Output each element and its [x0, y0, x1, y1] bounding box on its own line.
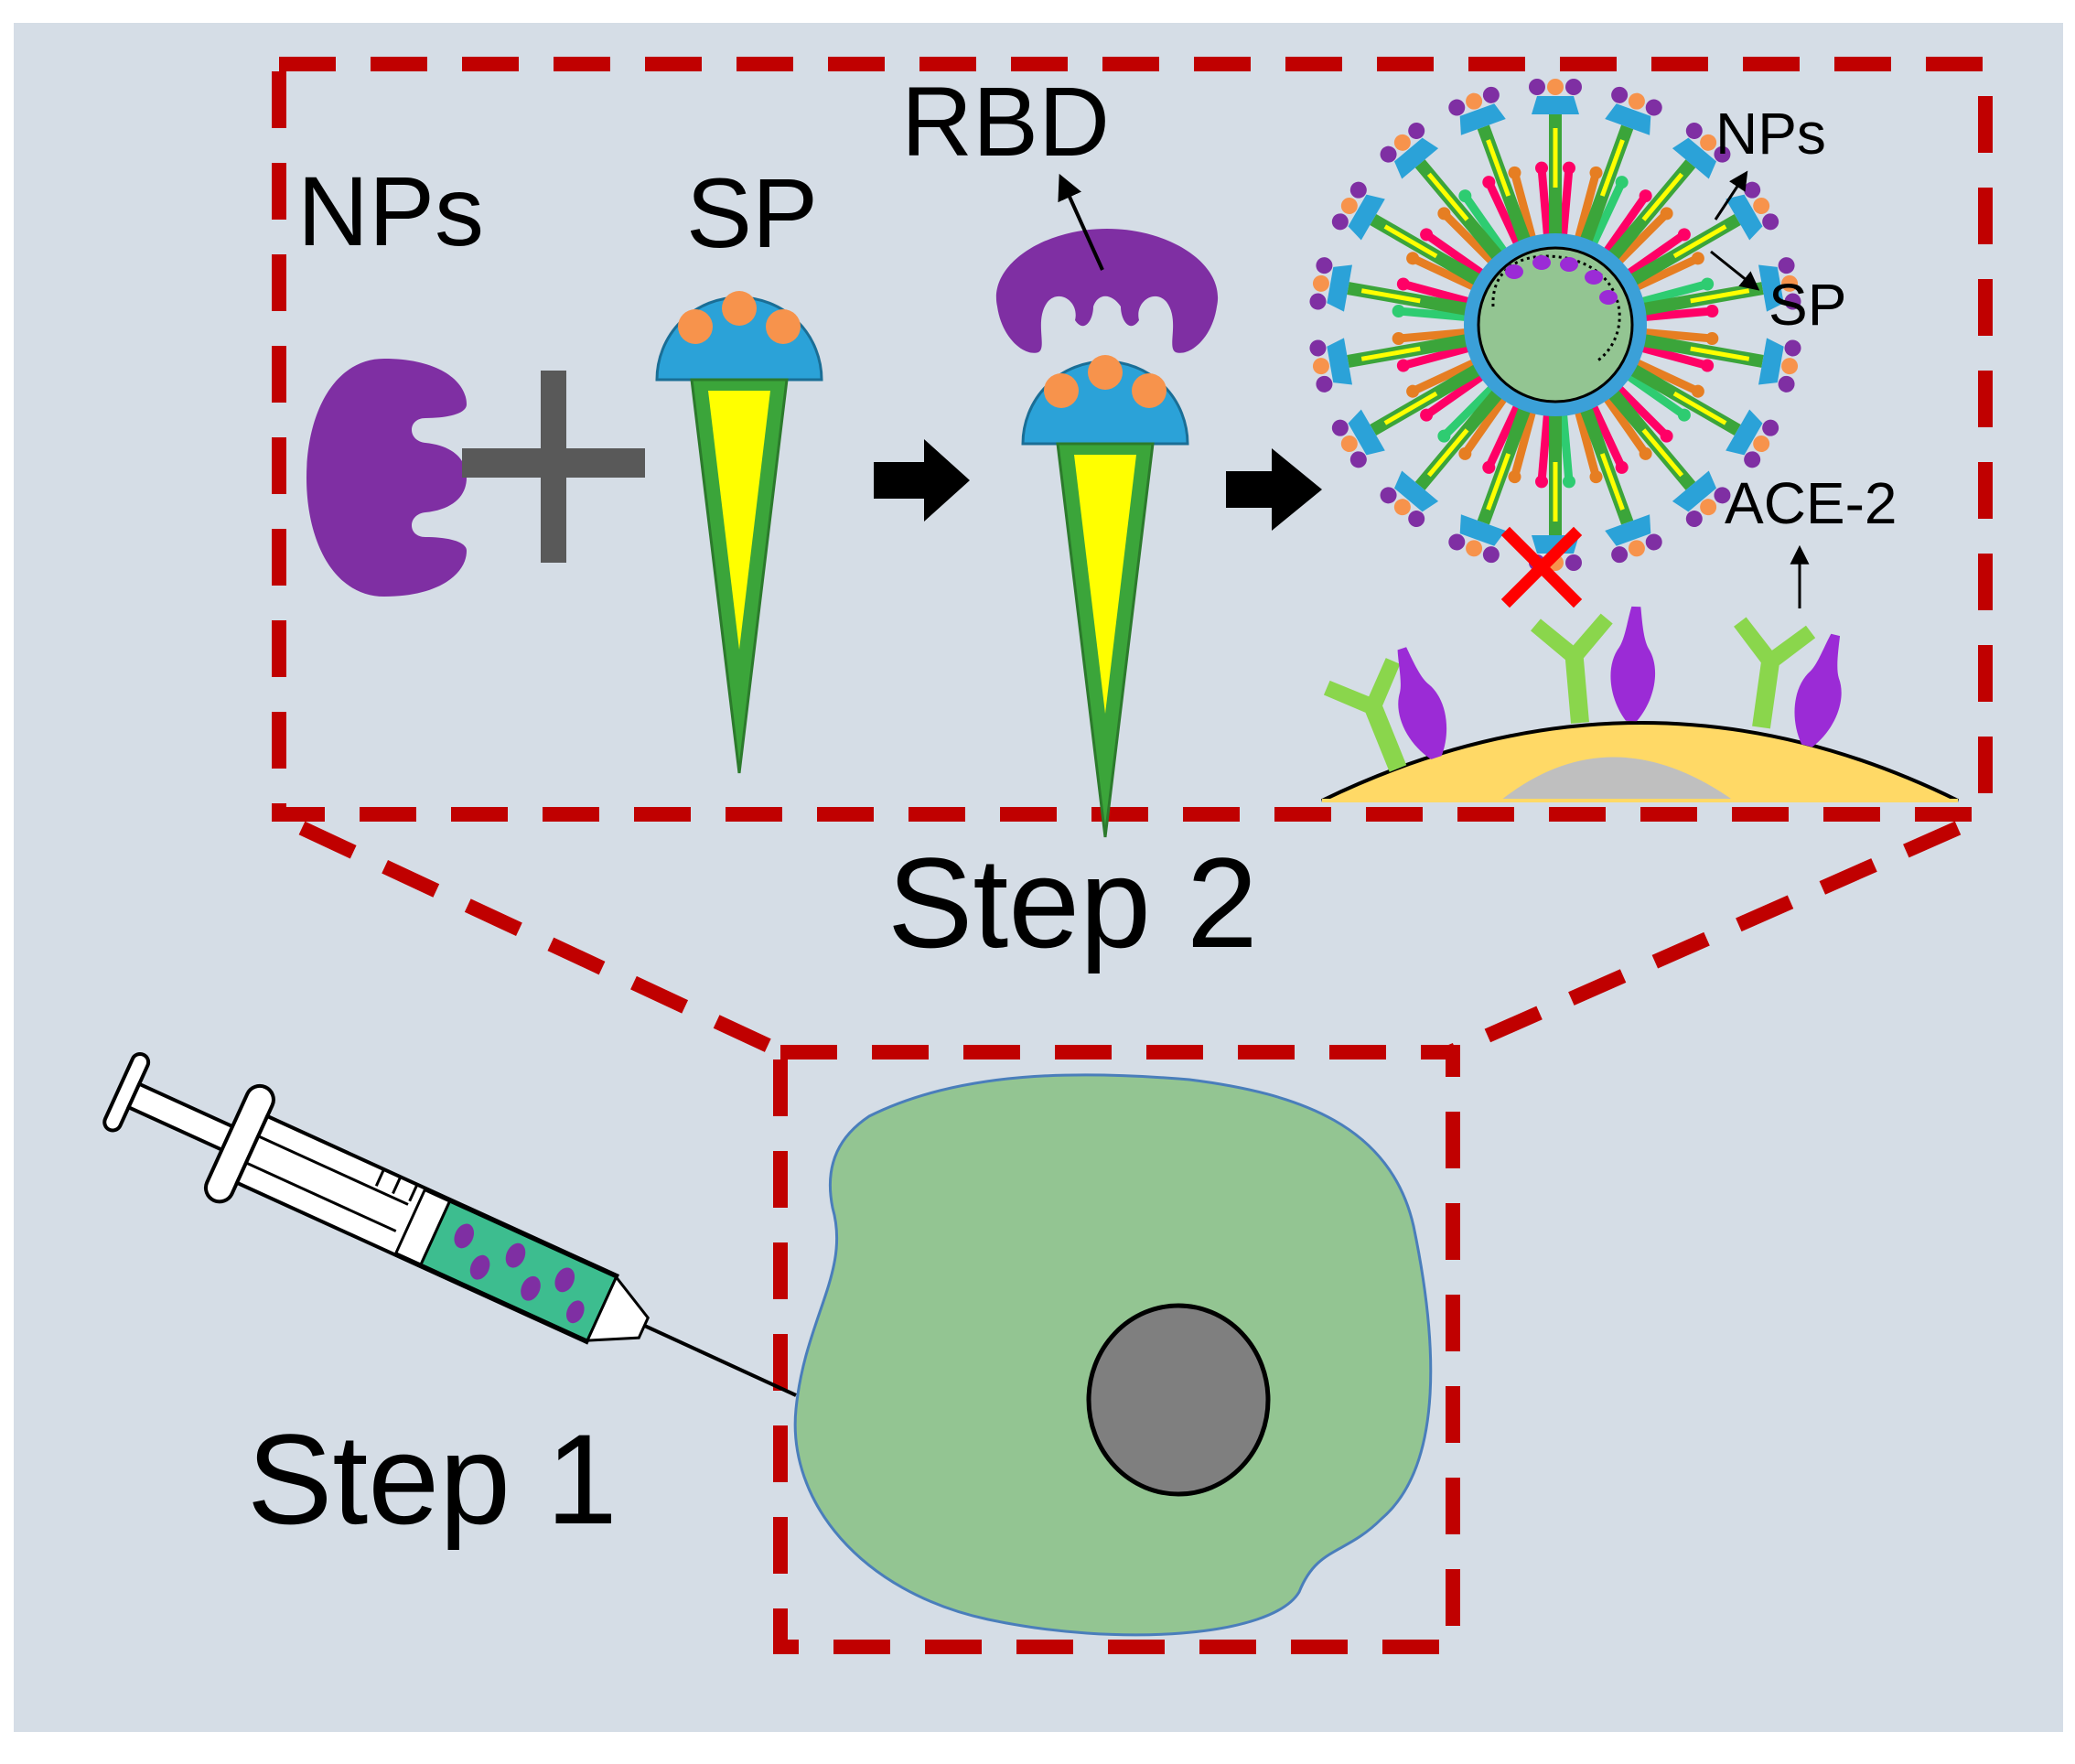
virus-spike-with-np: [1640, 257, 1801, 317]
virus-surface-protein: [1632, 358, 1704, 398]
virus-surface-protein: [1392, 328, 1469, 345]
virus-spike-with-np: [1606, 387, 1731, 528]
sp-label: SP: [686, 157, 818, 268]
virus-surface-protein: [1574, 407, 1603, 484]
virus-surface-protein: [1588, 402, 1629, 474]
nps-virus-label: NPs: [1715, 101, 1826, 167]
virus-surface-protein: [1558, 411, 1575, 489]
virus-surface-protein: [1624, 228, 1691, 279]
virus-surface-protein: [1458, 189, 1510, 256]
virus-surface-protein: [1437, 207, 1498, 267]
syringe-icon: [102, 1051, 797, 1397]
step1-dashed-box: [773, 1045, 1460, 1654]
zoom-line-right: [1446, 821, 1962, 1059]
virus-spike-with-np: [1627, 362, 1779, 468]
virus-surface-protein: [1641, 305, 1719, 322]
virus-surface-protein: [1624, 371, 1691, 422]
rbd-bound-spike-group: [995, 229, 1219, 839]
virus-surface-protein: [1396, 343, 1473, 372]
virus-spike-with-np: [1331, 181, 1484, 287]
nucleocapsid-protein: [1505, 264, 1523, 279]
virus-spike-with-np: [1380, 387, 1505, 528]
cross-mark-icon: [1500, 526, 1583, 608]
rbd-icon: [995, 229, 1219, 353]
virus-surface-protein: [1601, 189, 1652, 256]
nps-label: NPs: [297, 156, 484, 266]
virus-spike-with-np: [1309, 333, 1471, 393]
virus-core: [1477, 246, 1634, 403]
nanoparticle-icon: [306, 359, 467, 597]
virus-surface-protein: [1588, 176, 1629, 248]
virus-spike-with-np: [1331, 362, 1484, 468]
virus-surface-protein: [1482, 402, 1522, 474]
virus-surface-protein: [1638, 343, 1715, 372]
virus-surface-protein: [1638, 277, 1715, 307]
right-arrow-icon: [874, 439, 970, 522]
virus-spike-with-np: [1448, 86, 1532, 246]
virus-spike-with-np: [1448, 403, 1532, 564]
rbd-pointer-arrow: [1058, 173, 1104, 271]
virus-surface-protein: [1482, 176, 1522, 248]
nucleocapsid-protein: [1532, 255, 1551, 270]
virus-surface-protein: [1632, 252, 1704, 292]
step1-label: Step 1: [247, 1407, 618, 1551]
virus-spike-with-np: [1578, 403, 1662, 564]
virus-surface-protein: [1613, 382, 1673, 443]
virus-surface-protein: [1641, 328, 1719, 345]
step2-dashed-box: [272, 57, 1993, 822]
virus-surface-protein: [1535, 161, 1553, 239]
virus-surface-protein: [1601, 393, 1652, 460]
nucleocapsid-protein: [1560, 257, 1578, 272]
virus-spike-with-np: [1309, 257, 1471, 317]
virus-surface-protein: [1535, 411, 1553, 489]
step2-label: Step 2: [887, 831, 1258, 974]
plus-icon: [462, 371, 645, 563]
virus-surface-protein: [1508, 407, 1537, 484]
virus-spike-with-np: [1578, 86, 1662, 246]
virus-surface-protein: [1574, 166, 1603, 242]
sp-virus-label: SP: [1769, 272, 1846, 338]
virus-surface-protein: [1406, 252, 1478, 292]
virus-spike-with-np: [1529, 412, 1582, 571]
virus-surface-protein: [1613, 207, 1673, 267]
virus-spike-with-np: [1606, 122, 1731, 263]
cell-icon: [793, 1073, 1433, 1637]
virus-surface-protein: [1508, 166, 1537, 242]
virus-surface-protein: [1558, 161, 1575, 239]
virus-spike-with-np: [1627, 181, 1779, 287]
virus-surface-protein: [1420, 228, 1487, 279]
sp-pointer-arrow: [1710, 250, 1760, 291]
virus-spike-with-np: [1380, 122, 1505, 263]
virus-surface-protein: [1396, 277, 1473, 307]
virus-surface-protein: [1406, 358, 1478, 398]
ace2-label: ACE-2: [1725, 470, 1898, 536]
host-cell-surface: [1321, 721, 1959, 802]
rbd-label: RBD: [901, 66, 1110, 177]
virus-surface-protein: [1392, 305, 1469, 322]
nucleus-icon: [1086, 1303, 1271, 1497]
coronavirus-icon: [1309, 79, 1801, 571]
nucleocapsid-protein: [1585, 270, 1603, 285]
virus-spike-with-np: [1529, 79, 1582, 238]
right-arrow-icon: [1226, 448, 1322, 531]
virus-surface-protein: [1420, 371, 1487, 422]
virus-surface-protein: [1458, 393, 1510, 460]
virus-spike-with-np: [1640, 333, 1801, 393]
virus-surface-protein: [1437, 382, 1498, 443]
nucleocapsid-protein: [1599, 290, 1618, 305]
nps-pointer-arrow: [1714, 170, 1748, 220]
